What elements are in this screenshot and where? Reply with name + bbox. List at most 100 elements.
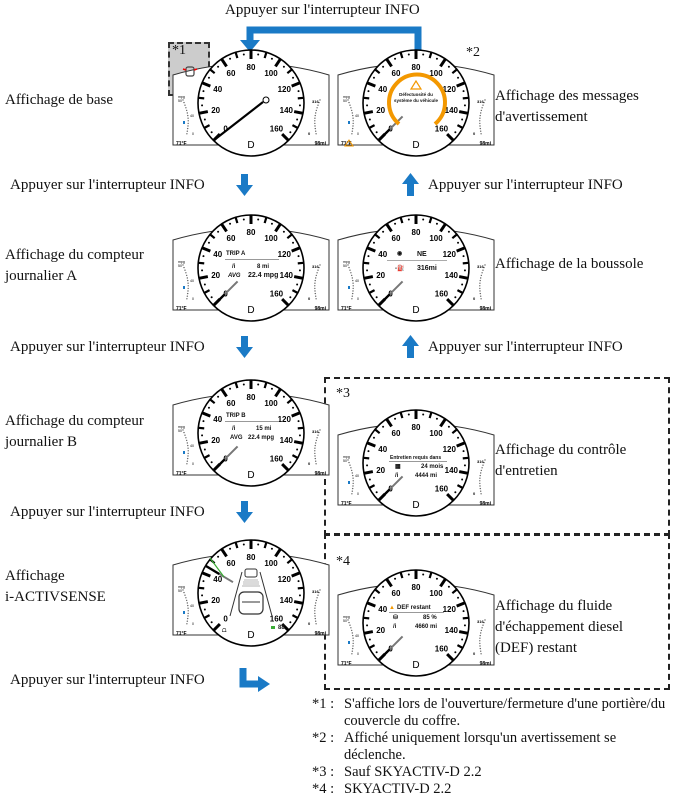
fuel-scale-dot <box>479 634 481 637</box>
fuel-scale-dot <box>318 591 320 594</box>
maint-months: 24 mois <box>421 464 444 470</box>
compass-range: 316mi <box>417 265 437 272</box>
fuel-scale-dot <box>479 642 481 645</box>
fuel-scale-label: 0 <box>308 296 311 301</box>
label-maint-2: d'entretien <box>495 463 558 479</box>
economy-scale-dot <box>186 133 188 135</box>
speed-tick-dot <box>368 283 371 286</box>
speed-tick-dot <box>366 624 369 627</box>
economy-scale-label: 40 <box>190 114 194 118</box>
fuel-scale-dot <box>314 612 316 615</box>
fuel-scale-dot <box>482 464 484 466</box>
economy-scale-dot <box>184 434 186 436</box>
speed-tick-dot <box>375 296 378 299</box>
speed-tick-dot <box>447 65 450 68</box>
speed-tick-dot <box>292 566 295 569</box>
speed-tick <box>368 484 376 489</box>
speed-tick <box>385 223 393 233</box>
speed-tick <box>297 96 304 100</box>
economy-marker <box>348 641 350 644</box>
fuel-scale-dot <box>314 610 316 612</box>
fuel-scale-dot <box>479 125 481 127</box>
fuel-scale-dot <box>314 130 317 132</box>
economy-scale-dot <box>351 653 353 655</box>
fuel-scale-dot <box>314 450 316 452</box>
speed-tick-dot <box>394 222 397 225</box>
fuel-scale-label: 316 <box>477 459 484 464</box>
economy-scale-label: 0 <box>192 462 194 466</box>
speed-tick-dot <box>435 222 438 225</box>
economy-scale-dot <box>187 287 189 290</box>
speed-tick-dot <box>217 555 220 558</box>
speed-tick <box>286 233 293 240</box>
speed-tick <box>385 58 393 68</box>
speed-label: 40 <box>378 605 387 614</box>
fuel-scale-dot <box>484 619 486 621</box>
trip-b-avg-label: AVG <box>230 435 243 441</box>
economy-scale-label: 50 <box>343 459 347 463</box>
speed-tick-dot <box>447 230 450 233</box>
speed-tick-dot <box>298 104 301 107</box>
fuel-scale-dot <box>314 457 317 460</box>
arrow-down-icon <box>236 174 253 196</box>
economy-scale-dot <box>185 274 188 277</box>
economy-scale-dot <box>350 109 353 112</box>
warning-line-2: système du véhicule <box>393 97 439 103</box>
speed-label: 100 <box>264 69 278 78</box>
speed-tick-dot <box>229 547 232 550</box>
gear-indicator: D <box>412 660 419 671</box>
economy-scale-dot <box>352 645 354 647</box>
trip-a-distance: 8 mi <box>257 264 270 270</box>
economy-scale-dot <box>183 101 185 104</box>
speed-label: 60 <box>227 234 236 243</box>
fuel-scale-dot <box>317 269 319 271</box>
fuel-scale-dot <box>479 640 481 642</box>
speed-tick-dot <box>210 461 213 464</box>
speed-label: 40 <box>213 85 222 94</box>
distance-icon: /i <box>393 624 397 630</box>
speed-tick-dot <box>242 218 245 221</box>
speed-tick <box>201 81 211 88</box>
range-readout: 98mi <box>480 306 492 312</box>
speed-tick <box>366 601 376 608</box>
economy-scale-dot <box>185 437 187 439</box>
speed-tick-dot <box>257 383 260 386</box>
outside-temp: 71°F <box>341 306 352 312</box>
warning-small-icon <box>344 139 354 147</box>
speed-label: 60 <box>392 69 401 78</box>
outside-temp: 71°F <box>176 141 187 147</box>
fuel-scale-dot <box>314 290 316 292</box>
economy-scale-dot <box>182 264 184 266</box>
speed-tick <box>363 456 370 460</box>
speed-tick <box>363 96 370 100</box>
speed-tick-dot <box>394 57 397 60</box>
fuel-scale-dot <box>483 266 485 269</box>
fuel-scale-dot <box>316 272 318 274</box>
fuel-scale-dot <box>314 447 316 449</box>
fuel-scale-dot <box>480 274 483 277</box>
fuel-scale-dot <box>314 615 316 617</box>
economy-scale-dot <box>347 264 349 266</box>
speed-label: 120 <box>443 250 457 259</box>
speed-label: 20 <box>376 466 385 475</box>
range-readout: 98mi <box>315 306 327 312</box>
speed-tick <box>458 110 469 115</box>
speed-tick-dot <box>382 65 385 68</box>
economy-scale-dot <box>187 610 189 612</box>
economy-scale-label: 0 <box>357 652 359 656</box>
speed-label: 160 <box>435 484 449 493</box>
distance-icon: /i <box>232 426 236 432</box>
trip-b-distance: 15 mi <box>256 426 272 432</box>
range-readout: 98mi <box>315 471 327 477</box>
economy-marker <box>348 481 350 484</box>
economy-scale-dot <box>350 274 353 277</box>
fuel-scale-dot <box>319 264 321 266</box>
economy-scale-dot <box>187 452 189 455</box>
economy-scale-dot <box>186 457 189 460</box>
speed-tick-dot <box>217 230 220 233</box>
speed-tick-dot <box>202 255 205 258</box>
economy-scale-dot <box>187 114 189 117</box>
marker-3: *3 <box>336 386 350 401</box>
